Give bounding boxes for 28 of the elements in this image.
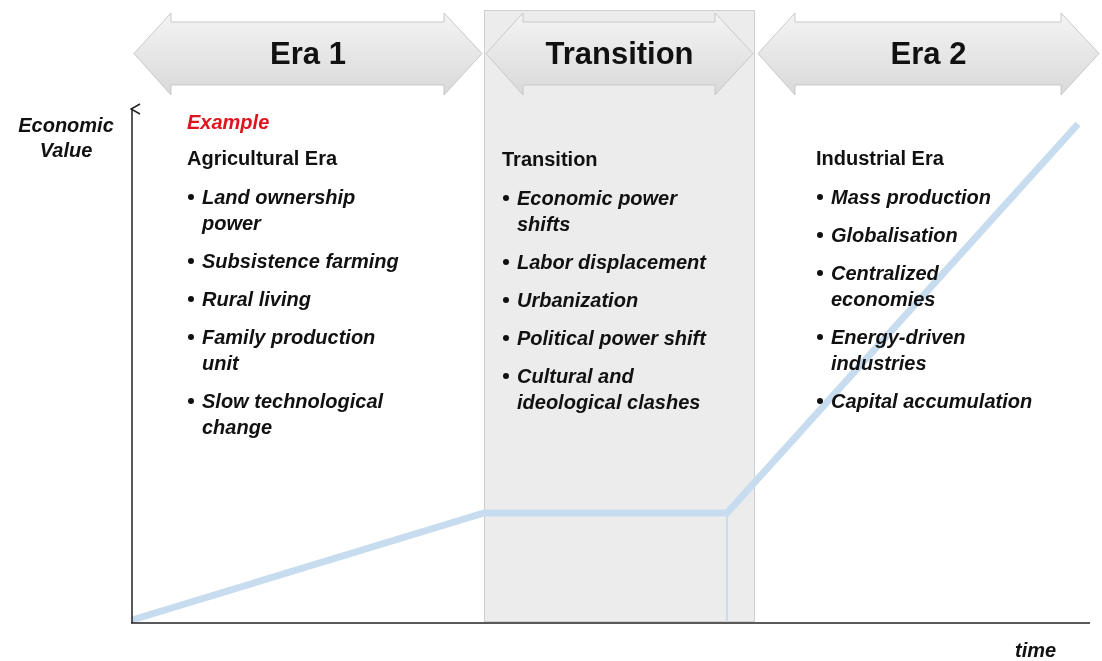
- bullet-item: Economic power shifts: [517, 186, 679, 237]
- bullet-item: Land ownership power: [202, 185, 357, 236]
- axis-title: time: [1015, 639, 1057, 661]
- bullet-item: Globalisation: [831, 223, 959, 248]
- example-label: Example: [187, 111, 270, 134]
- bullet-item: Labor displacement: [517, 250, 708, 275]
- bullet-item: Political power shift: [517, 326, 708, 351]
- column-heading: Industrial Era: [816, 147, 945, 170]
- era-heading: Era 1: [270, 36, 346, 72]
- bullet-item: Urbanization: [517, 288, 640, 313]
- bullet-item: Mass production: [831, 185, 992, 210]
- column-heading: Transition: [502, 148, 599, 171]
- era-heading: Transition: [545, 36, 694, 72]
- bullet-item: Capital accumulation: [831, 389, 1034, 414]
- double-arrow-banner: [133, 12, 483, 96]
- axis-title: Economic Value: [17, 113, 115, 163]
- bullet-item: Subsistence farming: [202, 249, 399, 274]
- bullet-item: Slow technological change: [202, 389, 385, 440]
- bullet-item: Rural living: [202, 287, 312, 312]
- bullet-item: Energy-driven industries: [831, 325, 967, 376]
- double-arrow-banner: [485, 12, 754, 96]
- bullet-item: Centralized economies: [831, 261, 940, 312]
- era-heading: Era 2: [890, 36, 967, 72]
- column-heading: Agricultural Era: [187, 147, 339, 170]
- bullet-item: Family production unit: [202, 325, 377, 376]
- double-arrow-banner: [757, 12, 1100, 96]
- transition-band: [484, 10, 755, 622]
- bullet-item: Cultural and ideological clashes: [517, 364, 702, 415]
